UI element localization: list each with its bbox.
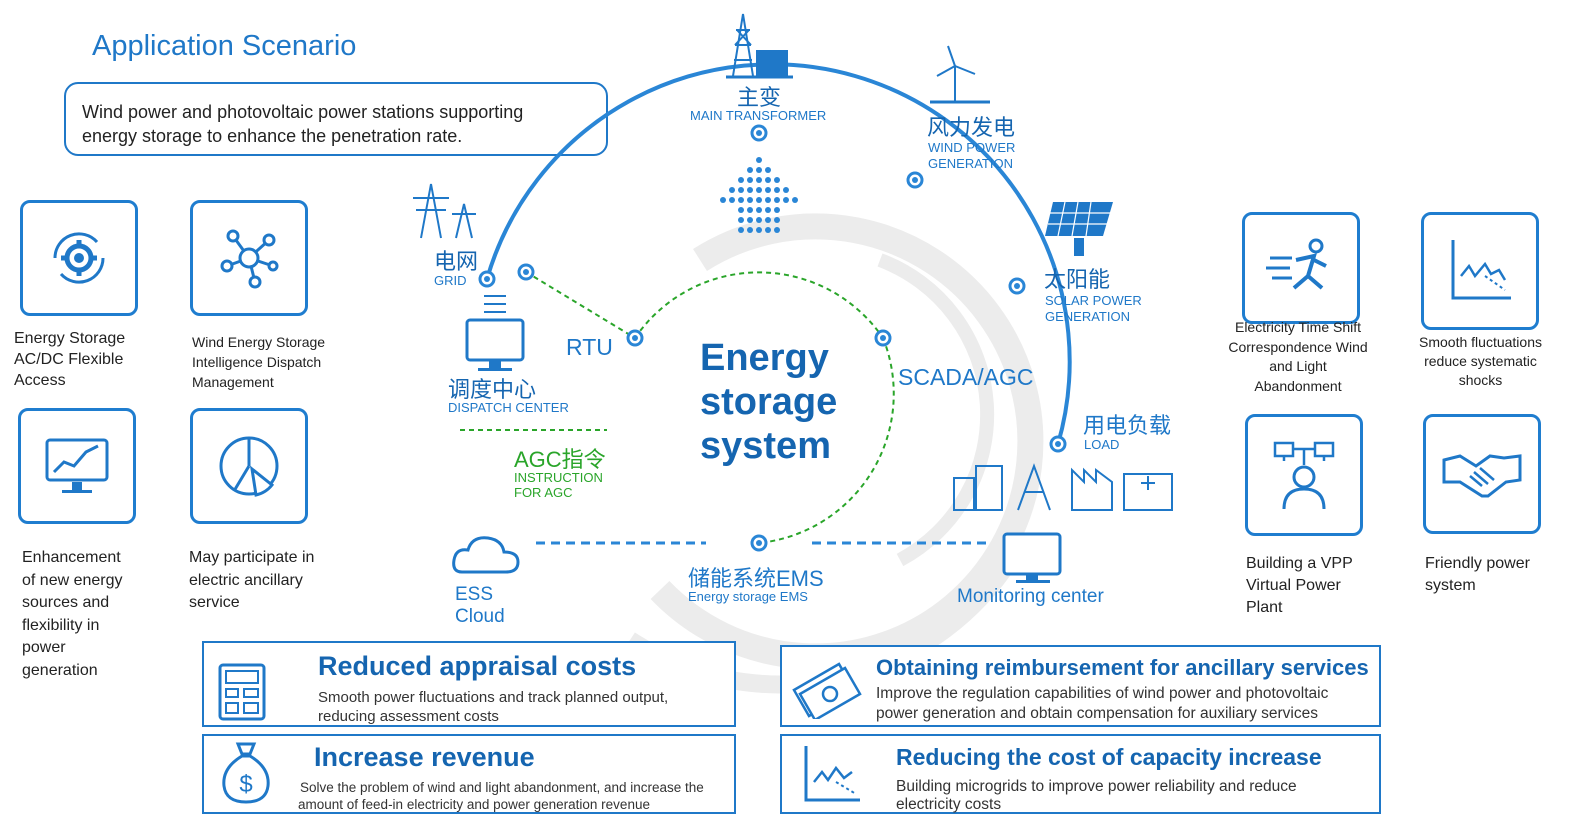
caption-smooth: Smooth fluctuations reduce systematic sh… <box>1419 334 1542 388</box>
card-flexibility <box>18 408 136 524</box>
benefit-capacity-desc1: Building microgrids to improve power rel… <box>896 778 1297 795</box>
center-title-line1: Energy <box>700 337 829 379</box>
handshake-icon <box>1442 454 1522 498</box>
label-wind-en1: WIND POWER <box>928 140 1016 155</box>
label-load-cn: 用电负载 <box>1083 413 1172 438</box>
page-title: Application Scenario <box>92 30 357 62</box>
label-cloud-2: Cloud <box>455 606 505 627</box>
benefit-appraisal-title: Reduced appraisal costs <box>318 651 637 681</box>
load-buildings-icon <box>953 463 1173 511</box>
benefit-reimbursement-desc1: Improve the regulation capabilities of w… <box>876 685 1329 702</box>
label-wind-en2: GENERATION <box>928 156 1013 171</box>
center-title-line3: system <box>700 425 831 467</box>
caption-vpp: Building a VPP Virtual Power Plant <box>1246 555 1353 616</box>
vpp-network-icon <box>1273 441 1335 510</box>
benefit-appraisal-desc1: Smooth power fluctuations and track plan… <box>318 689 669 706</box>
label-grid-en: GRID <box>434 273 467 288</box>
card-dispatch-management <box>190 200 308 316</box>
benefit-reimbursement: Obtaining reimbursement for ancillary se… <box>780 645 1381 727</box>
label-agc-cn: AGC指令 <box>514 447 606 472</box>
money-bag-icon: $ <box>222 742 270 804</box>
caption-dispatch-management: Wind Energy Storage Intelligence Dispatc… <box>192 334 326 390</box>
label-agc-en2: FOR AGC <box>514 485 573 500</box>
benefit-revenue: $ Increase revenue Solve the problem of … <box>202 734 736 814</box>
grid-pylon-icon <box>413 183 476 239</box>
card-vpp <box>1245 414 1363 536</box>
solar-panel-icon <box>1045 201 1113 256</box>
svg-text:$: $ <box>239 771 252 798</box>
label-ems-en: Energy storage EMS <box>688 589 808 604</box>
label-grid-cn: 电网 <box>434 249 479 274</box>
dispatch-monitor-icon <box>465 295 525 371</box>
trend-chart-icon <box>804 746 860 802</box>
center-title: Energy storage system <box>700 336 837 468</box>
caption-time-shift: Electricity Time Shift Correspondence Wi… <box>1228 319 1368 394</box>
benefit-capacity-title: Reducing the cost of capacity increase <box>896 744 1322 770</box>
calculator-icon <box>218 663 266 721</box>
subtitle-text: Wind power and photovoltaic power statio… <box>82 102 524 146</box>
benefit-revenue-desc2: amount of feed-in electricity and power … <box>298 797 650 812</box>
caption-friendly: Friendly power system <box>1425 555 1530 594</box>
label-solar-cn: 太阳能 <box>1044 267 1111 292</box>
line-chart-monitor-icon <box>45 438 109 493</box>
label-ems-cn: 储能系统EMS <box>688 566 824 591</box>
benefit-revenue-title: Increase revenue <box>314 742 535 772</box>
card-ac-dc-access <box>20 200 138 316</box>
caption-ancillary: May participate in electric ancillary se… <box>189 549 315 611</box>
transformer-tower-icon <box>726 13 793 79</box>
cloud-icon <box>452 536 520 574</box>
card-time-shift <box>1242 212 1360 324</box>
fluctuation-chart-icon <box>1451 240 1511 300</box>
center-title-line2: storage <box>700 381 838 423</box>
benefit-appraisal-desc2: reducing assessment costs <box>318 708 499 725</box>
benefit-reimbursement-desc2: power generation and obtain compensation… <box>876 705 1318 722</box>
caption-flexibility: Enhancement of new energy sources and fl… <box>22 549 123 679</box>
subtitle-box: Wind power and photovoltaic power statio… <box>64 82 608 156</box>
label-rtu: RTU <box>566 334 613 360</box>
network-hub-icon <box>220 229 279 289</box>
running-person-icon <box>1266 238 1327 290</box>
label-scada: SCADA/AGC <box>898 364 1034 390</box>
benefit-capacity: Reducing the cost of capacity increase B… <box>780 734 1381 814</box>
agc-arc <box>634 271 884 339</box>
label-transformer-en: MAIN TRANSFORMER <box>690 108 827 123</box>
card-ancillary <box>190 408 308 524</box>
card-smooth <box>1421 212 1539 330</box>
label-solar-en1: SOLAR POWER <box>1045 293 1142 308</box>
banknotes-icon <box>792 662 862 719</box>
label-monitoring: Monitoring center <box>957 586 1104 607</box>
label-wind-cn: 风力发电 <box>927 115 1016 140</box>
gear-cycle-icon <box>53 232 105 284</box>
benefit-reimbursement-title: Obtaining reimbursement for ancillary se… <box>876 655 1369 680</box>
label-agc-en1: INSTRUCTION <box>514 470 603 485</box>
agc-arc-lower <box>758 337 895 544</box>
benefit-appraisal: Reduced appraisal costs Smooth power flu… <box>202 641 736 727</box>
monitoring-monitor-icon <box>1002 532 1062 583</box>
label-cloud-1: ESS <box>455 584 494 605</box>
benefit-capacity-desc2: electricity costs <box>896 796 1002 813</box>
dotted-up-arrow-icon <box>720 157 798 233</box>
card-friendly <box>1423 414 1541 534</box>
wind-turbine-icon <box>930 45 990 104</box>
benefit-revenue-desc1: Solve the problem of wind and light aban… <box>300 780 704 795</box>
pie-chart-icon <box>219 436 279 497</box>
label-dispatch-cn: 调度中心 <box>448 377 537 402</box>
caption-ac-dc-access: Energy Storage AC/DC Flexible Access <box>14 330 126 389</box>
label-dispatch-en: DISPATCH CENTER <box>448 400 569 415</box>
main-arc <box>485 62 1072 445</box>
label-solar-en2: GENERATION <box>1045 309 1130 324</box>
label-transformer-cn: 主变 <box>737 85 782 110</box>
label-load-en: LOAD <box>1084 437 1120 452</box>
